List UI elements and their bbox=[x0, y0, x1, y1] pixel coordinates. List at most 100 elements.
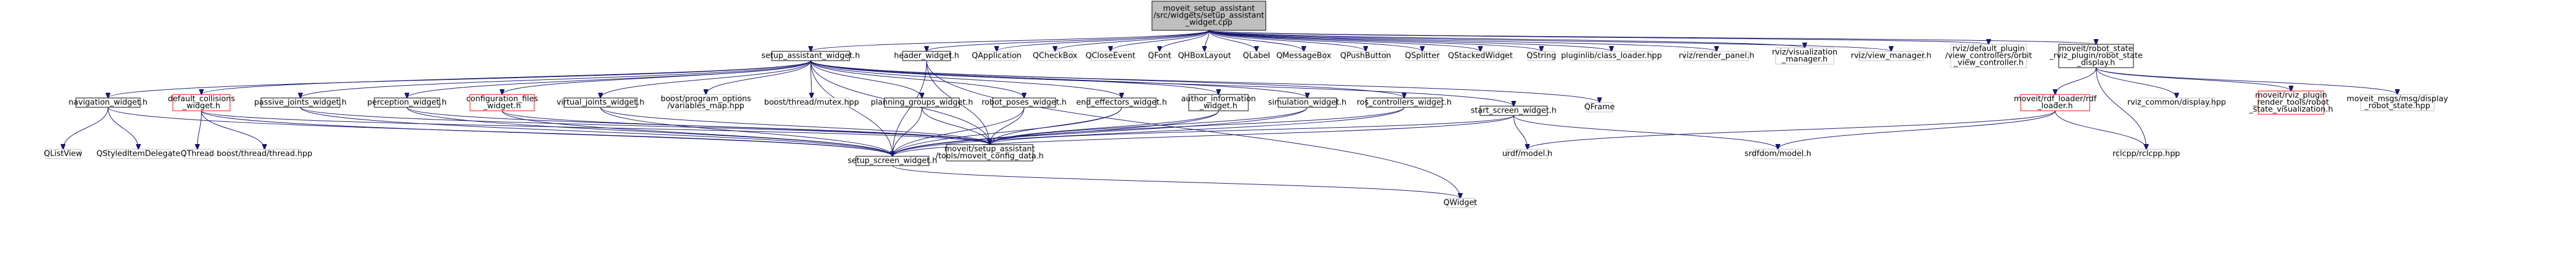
node-qsplitter: QSplitter bbox=[1405, 51, 1440, 61]
node-navigation-widget[interactable]: navigation_widget.h bbox=[68, 97, 148, 108]
edge-root-to-qapplication bbox=[997, 30, 1209, 51]
node-qapplication: QApplication bbox=[972, 51, 1022, 61]
node-rviz-orbit: rviz/default_plugin/view_controllers/orb… bbox=[1945, 44, 2032, 68]
node-box bbox=[1527, 51, 1555, 61]
node-box bbox=[1087, 97, 1157, 108]
node-label-line: virtual_joints_widget.h bbox=[556, 99, 644, 107]
edge-setup_screen-to-qwidget bbox=[892, 165, 1461, 198]
node-passive-joints[interactable]: passive_joints_widget.h bbox=[254, 97, 347, 108]
edge-sa_widget-to-robot_poses bbox=[810, 60, 1025, 98]
node-box bbox=[260, 97, 340, 108]
edge-robot_state_display-to-display_robot_state bbox=[2095, 67, 2397, 94]
node-ros-controllers[interactable]: ros_controllers_widget.h bbox=[1357, 97, 1452, 108]
node-label-line: QMessageBox bbox=[1276, 52, 1331, 61]
node-end-effectors[interactable]: end_effectors_widget.h bbox=[1076, 97, 1167, 108]
edge-root-to-qsplitter bbox=[1209, 30, 1423, 51]
node-label-line: _rviz_plugin/robot_state bbox=[2049, 52, 2142, 61]
edge-author_information-to-moveit_config_data bbox=[990, 110, 1219, 145]
edge-root-to-qstring bbox=[1209, 30, 1542, 51]
node-label-line: boost/program_options bbox=[661, 95, 751, 104]
node-box bbox=[2117, 149, 2175, 159]
edge-rdf_loader-to-srdfdom_model bbox=[1778, 110, 2056, 149]
node-label-line: moveit/robot_state bbox=[2059, 45, 2133, 54]
node-box bbox=[45, 149, 81, 159]
node-label-line: perception_widget.h bbox=[367, 99, 447, 107]
edge-navigation_widget-to-qstyleditemdelegate bbox=[107, 107, 138, 149]
node-author-information[interactable]: author_information_widget.h bbox=[1181, 94, 1256, 111]
node-urdf-model: urdf/model.h bbox=[1502, 149, 1552, 159]
node-label-line: QThread bbox=[180, 150, 214, 159]
node-box bbox=[2020, 94, 2090, 111]
edge-robot_state_display-to-rdf_loader bbox=[2055, 67, 2097, 94]
nodes-layer: moveit_setup_assistant/src/widgets/setup… bbox=[44, 1, 2448, 208]
node-label-line: QCheckBox bbox=[1033, 52, 1078, 61]
node-planning-groups[interactable]: planning_groups_widget.h bbox=[871, 97, 973, 108]
node-label-line: moveit/rviz_plugin bbox=[2255, 92, 2327, 100]
node-box bbox=[469, 94, 535, 111]
node-label-line: pluginlib/class_loader.hpp bbox=[1561, 52, 1662, 61]
node-label-line: _state_visualization.h bbox=[2248, 106, 2333, 114]
node-qstring: QString bbox=[1527, 51, 1557, 61]
edge-root-to-pluginlib bbox=[1209, 30, 1612, 51]
node-qframe: QFrame bbox=[1584, 102, 1615, 113]
node-boost-thread: boost/thread/thread.hpp bbox=[217, 149, 312, 159]
node-label-line: header_widget.h bbox=[894, 52, 959, 61]
node-label-line: QSplitter bbox=[1405, 52, 1440, 61]
node-label-line: /tools/moveit_config_data.h bbox=[936, 152, 1044, 161]
node-label-line: navigation_widget.h bbox=[68, 99, 147, 107]
node-rviz-view: rviz/view_manager.h bbox=[1851, 51, 1931, 61]
edge-root-to-rviz_render bbox=[1209, 30, 1717, 51]
node-label-line: QListView bbox=[44, 150, 82, 159]
node-rdf-loader[interactable]: moveit/rdf_loader/rdf_loader.h bbox=[2014, 94, 2097, 111]
node-box bbox=[1570, 51, 1653, 61]
node-box bbox=[2138, 97, 2215, 108]
node-box bbox=[1586, 102, 1613, 113]
edge-start_screen-to-srdfdom_model bbox=[1513, 115, 1778, 149]
node-label-line: moveit_msgs/msg/display bbox=[2347, 95, 2448, 104]
edge-root-to-rviz_orbit bbox=[1209, 30, 1989, 44]
node-label-line: QPushButton bbox=[1340, 52, 1391, 61]
node-label-line: QString bbox=[1527, 52, 1557, 61]
node-qlabel: QLabel bbox=[1243, 51, 1270, 61]
node-label-line: /variables_map.hpp bbox=[667, 102, 744, 111]
node-label-line: setup_assistant_widget.h bbox=[761, 52, 860, 61]
node-virtual-joints[interactable]: virtual_joints_widget.h bbox=[556, 97, 645, 108]
node-simulation[interactable]: simulation_widget.h bbox=[1268, 97, 1346, 108]
edge-root-to-qcheckbox bbox=[1055, 30, 1209, 51]
node-root[interactable]: moveit_setup_assistant/src/widgets/setup… bbox=[1151, 1, 1266, 31]
node-configuration-files[interactable]: configuration_files_widget.h bbox=[467, 94, 538, 111]
node-box bbox=[1037, 51, 1073, 61]
node-moveit-config-data[interactable]: moveit/setup_assistant/tools/moveit_conf… bbox=[936, 144, 1044, 162]
edge-rdf_loader-to-rclcpp bbox=[2055, 110, 2146, 149]
node-box bbox=[1345, 51, 1387, 61]
node-label-line: author_information bbox=[1181, 95, 1256, 104]
node-label-line: QStyledItemDelegate bbox=[96, 150, 180, 159]
node-label-line: QWidget bbox=[1443, 199, 1477, 208]
node-box bbox=[1753, 149, 1803, 159]
node-start-screen[interactable]: start_screen_widget.h bbox=[1471, 106, 1557, 116]
edge-robot_poses-to-setup_screen bbox=[893, 107, 1025, 156]
node-box bbox=[227, 149, 302, 159]
node-label-line: _widget.cpp bbox=[1185, 19, 1232, 27]
node-header-widget[interactable]: header_widget.h bbox=[894, 51, 959, 61]
edge-sa_widget-to-planning_groups bbox=[810, 60, 923, 98]
node-perception[interactable]: perception_widget.h bbox=[367, 97, 447, 108]
node-default-collisions[interactable]: default_collisions_widget.h bbox=[168, 94, 235, 111]
node-srdfdom-model: srdfdom/model.h bbox=[1745, 149, 1811, 159]
edge-planning_groups-to-setup_screen bbox=[893, 107, 923, 156]
edge-sa_widget-to-boost_po bbox=[706, 60, 811, 94]
node-box bbox=[855, 156, 930, 166]
node-label-line: /view_controllers/orbit bbox=[1945, 52, 2032, 61]
node-rviz-render-tools[interactable]: moveit/rviz_plugin_render_tools/robot_st… bbox=[2248, 90, 2333, 115]
node-robot-state-display[interactable]: moveit/robot_state_rviz_plugin/robot_sta… bbox=[2049, 44, 2143, 68]
edge-root-to-qfont bbox=[1160, 30, 1209, 51]
node-box bbox=[1148, 51, 1171, 61]
node-box bbox=[1858, 51, 1924, 61]
node-robot-poses[interactable]: robot_poses_widget.h bbox=[981, 97, 1067, 108]
node-setup-screen[interactable]: setup_screen_widget.h bbox=[848, 156, 937, 166]
edge-sa_widget-to-default_collisions bbox=[201, 60, 811, 94]
node-sa-widget[interactable]: setup_assistant_widget.h bbox=[761, 51, 860, 61]
node-box bbox=[1684, 51, 1749, 61]
node-qfont: QFont bbox=[1148, 51, 1171, 61]
